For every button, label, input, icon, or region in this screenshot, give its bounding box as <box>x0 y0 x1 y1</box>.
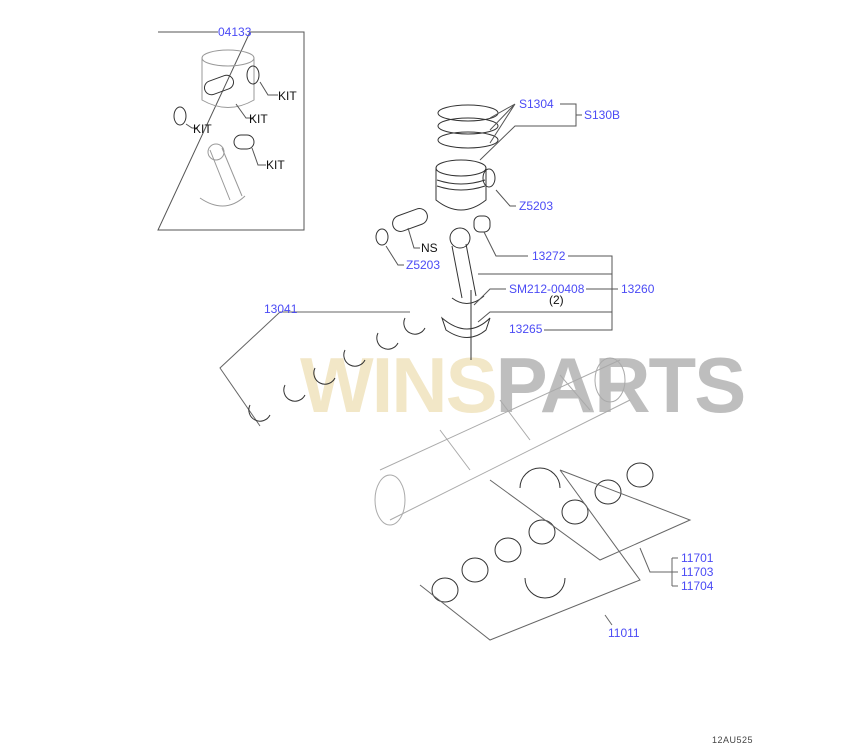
piston-rings-icon <box>437 104 499 149</box>
watermark-part2: PARTS <box>495 341 747 429</box>
callout-11703[interactable]: 11703 <box>681 565 714 579</box>
ring-leaders <box>479 103 582 161</box>
watermark-part1: WINS <box>300 341 498 429</box>
callout-s1304[interactable]: S1304 <box>519 97 554 111</box>
kit-leaders <box>185 81 278 166</box>
callout-z5203[interactable]: Z5203 <box>406 258 441 272</box>
snap-ring-leader <box>495 189 516 207</box>
conrod-bracket <box>473 231 618 331</box>
watermark: WINSPARTS <box>300 340 747 431</box>
main-bearings-bracket <box>419 469 692 641</box>
diagram-reference-code: 12AU525 <box>712 735 754 745</box>
callout-13260[interactable]: 13260 <box>621 282 655 296</box>
kit-piston-icon <box>173 49 260 207</box>
callout-13265[interactable]: 13265 <box>509 322 543 336</box>
piston-icon <box>435 159 496 211</box>
callout-s130b[interactable]: S130B <box>584 108 621 122</box>
callout-11011[interactable]: 11011 <box>608 626 640 640</box>
callout-kit[interactable]: KIT <box>266 158 285 172</box>
pin-leaders <box>385 227 420 266</box>
callout-ns[interactable]: NS <box>421 241 438 255</box>
callout-z5203[interactable]: Z5203 <box>519 199 554 213</box>
kit-box-frame <box>157 31 305 231</box>
piston-pin-icon <box>375 208 491 246</box>
callout-13041[interactable]: 13041 <box>264 302 298 316</box>
callout-13272[interactable]: 13272 <box>532 249 566 263</box>
main-bearings-icon <box>431 462 654 603</box>
callout-bolt-qty: (2) <box>549 293 564 307</box>
callout-kit[interactable]: KIT <box>278 89 297 103</box>
callout-sm212-00408[interactable]: SM212-00408 <box>509 282 585 296</box>
rod-bearings-bracket <box>219 311 410 427</box>
rod-bearings-icon <box>248 317 426 422</box>
callout-11704[interactable]: 11704 <box>681 579 714 593</box>
crankshaft-icon <box>374 357 631 526</box>
callout-11701[interactable]: 11701 <box>681 551 714 565</box>
callout-kit[interactable]: KIT <box>193 122 212 136</box>
connecting-rod-icon <box>440 227 491 360</box>
callout-04133[interactable]: 04133 <box>218 25 252 39</box>
callout-kit[interactable]: KIT <box>249 112 268 126</box>
